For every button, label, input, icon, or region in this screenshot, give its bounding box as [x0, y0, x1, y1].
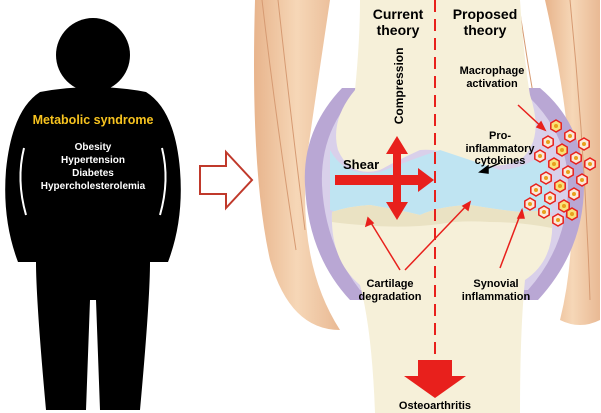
shear-arrow [335, 168, 434, 192]
macrophage-cell-icon [524, 197, 536, 211]
condition-hypertension: Hypertension [61, 155, 125, 166]
macrophage-activation-label: Macrophage activation [459, 65, 525, 90]
cytokine-arrow [478, 162, 501, 174]
condition-diabetes: Diabetes [72, 168, 114, 179]
pro-inflammatory-cytokines-label: Pro-inflammatory cytokines [465, 130, 535, 168]
knee-joint [254, 0, 600, 413]
macrophage-cell-icon [568, 187, 580, 201]
macrophage-cell-icon [534, 149, 546, 163]
macrophage-cell-icon [566, 207, 578, 221]
compression-label: Compression [392, 47, 407, 125]
macrophage-cell-icon [550, 119, 562, 133]
macrophage-cell-icon [576, 173, 588, 187]
proposed-theory-heading: Proposed theory [452, 6, 518, 39]
pointer-arrows [364, 104, 547, 271]
hollow-right-arrow-icon [199, 149, 254, 211]
macrophage-cell-icon [544, 191, 556, 205]
osteoarthritis-label: Osteoarthritis [398, 400, 472, 412]
macrophage-cell-icon [556, 143, 568, 157]
macrophage-cell-icon [540, 171, 552, 185]
condition-hypercholesterolemia: Hypercholesterolemia [40, 181, 146, 192]
cartilage-degradation-label: Cartilage degradation [358, 278, 422, 303]
macrophage-cell-icon [562, 165, 574, 179]
metabolic-syndrome-title: Metabolic syndrome [32, 113, 154, 127]
synovial-inflammation-label: Synovial inflammation [461, 278, 531, 303]
shear-label: Shear [343, 157, 380, 172]
person-silhouette [5, 18, 181, 410]
macrophage-cell-icon [538, 205, 550, 219]
macrophage-cell-icon [578, 137, 590, 151]
macrophage-cell-icon [548, 157, 560, 171]
macrophage-cell-icon [584, 157, 596, 171]
macrophage-cell-icon [558, 199, 570, 213]
current-theory-heading: Current theory [372, 6, 424, 39]
condition-obesity: Obesity [74, 142, 112, 153]
macrophage-cell-icon [554, 179, 566, 193]
macrophage-cell-icon [542, 135, 554, 149]
macrophage-cell-icon [552, 213, 564, 227]
macrophage-cell-icon [530, 183, 542, 197]
osteoarthritis-arrow [404, 360, 466, 398]
macrophage-cluster [524, 119, 596, 227]
macrophage-cell-icon [570, 151, 582, 165]
macrophage-cell-icon [564, 129, 576, 143]
